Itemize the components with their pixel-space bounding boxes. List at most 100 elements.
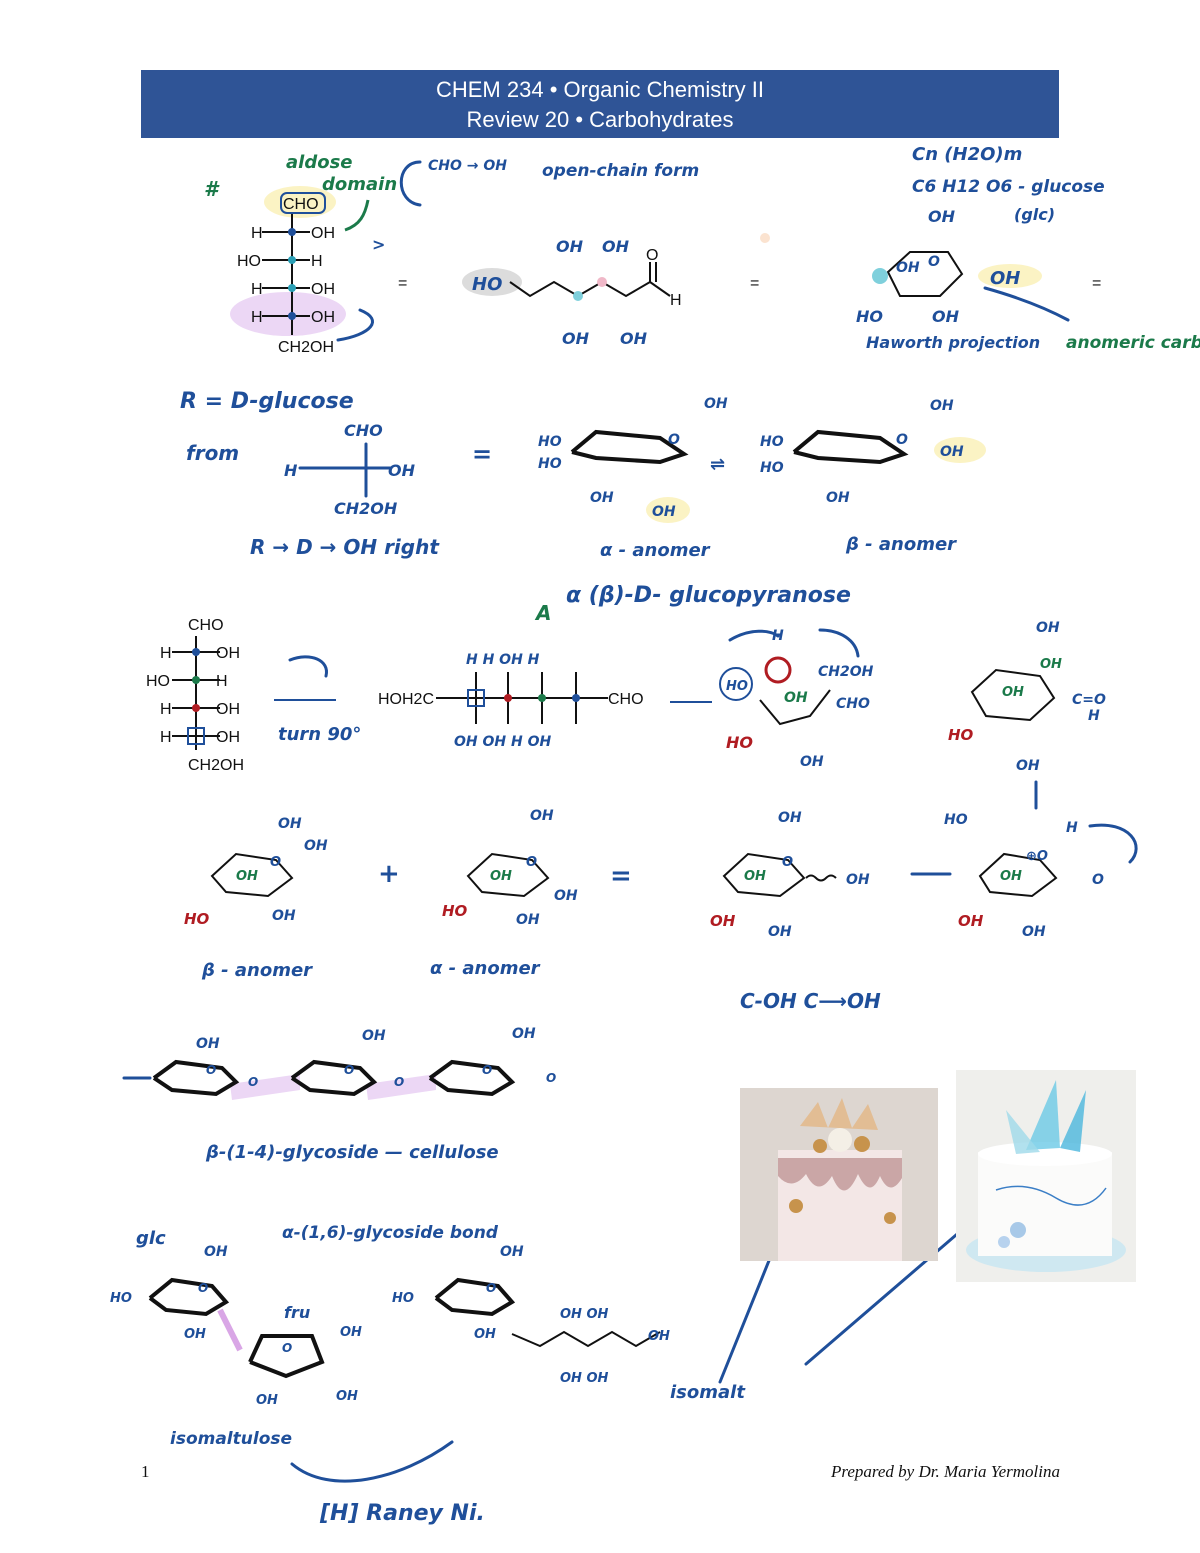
svg-text:OH: OH: [556, 237, 584, 256]
svg-text:CH2OH: CH2OH: [334, 499, 398, 518]
chair-hemiacetal: OH OH OH HO OH C=O H: [948, 620, 1106, 810]
fischer2-r4-right: OH: [216, 729, 240, 746]
note-isomaltulose: isomaltulose: [170, 1429, 292, 1449]
horizontal-open-chain: HOH2C CHO H H OH H OH OH H OH: [378, 652, 644, 750]
isomaltulose-structure: glc α-(1,6)-glycoside bond O OH HO OH O …: [110, 1223, 499, 1526]
horizontal-left-group: HOH2C: [378, 691, 434, 708]
fischer2-r3-right: OH: [216, 701, 240, 718]
note-formula2: C6 H12 O6 - glucose: [912, 177, 1105, 197]
note-c-oh: C-OH C⟶OH: [740, 989, 881, 1013]
note-glucopyranose: α (β)-D- glucopyranose: [566, 583, 851, 608]
svg-text:O: O: [896, 432, 908, 448]
svg-text:OH: OH: [930, 398, 954, 414]
svg-text:OH: OH: [620, 329, 648, 348]
note-alpha-anomer-2: α - anomer: [430, 958, 541, 979]
svg-text:O: O: [486, 1281, 496, 1295]
svg-text:OH: OH: [500, 1244, 524, 1260]
svg-text:OH: OH: [896, 260, 920, 276]
svg-text:OH: OH: [768, 924, 792, 940]
svg-text:HO: HO: [856, 307, 883, 326]
svg-text:O: O: [526, 855, 537, 870]
svg-text:H: H: [1088, 708, 1100, 724]
equals-1: =: [398, 275, 407, 292]
fischer2-r1-left: H: [160, 645, 172, 662]
svg-text:O: O: [482, 1063, 492, 1077]
note-glc: (glc): [1014, 205, 1055, 224]
note-beta-anomer-2: β - anomer: [201, 960, 313, 981]
svg-text:OH: OH: [602, 237, 630, 256]
note-raney: [H] Raney Ni.: [319, 1501, 485, 1526]
svg-text:H: H: [772, 628, 784, 644]
svg-text:OH: OH: [272, 908, 296, 924]
note-r-d-glucose: R = D-glucose: [180, 389, 354, 414]
svg-text:OH: OH: [196, 1036, 220, 1052]
svg-text:OH: OH: [236, 869, 258, 884]
svg-text:OH: OH: [652, 504, 676, 520]
fischer2-r4-left: H: [160, 729, 172, 746]
svg-text:OH OH: OH OH: [560, 1371, 609, 1386]
fischer1-r1-right: OH: [311, 225, 335, 242]
svg-text:O: O: [344, 1063, 354, 1077]
svg-text:HO: HO: [726, 679, 748, 694]
fischer2-top: CHO: [188, 617, 224, 634]
svg-text:OH: OH: [710, 912, 736, 930]
svg-text:OH: OH: [958, 912, 984, 930]
svg-text:HO: HO: [760, 434, 784, 450]
svg-text:OH: OH: [744, 869, 766, 884]
aldehyde-h: H: [670, 292, 682, 309]
svg-text:HO: HO: [944, 812, 968, 828]
svg-text:O: O: [198, 1281, 208, 1295]
svg-text:O: O: [928, 254, 940, 270]
note-open-chain: open-chain form: [542, 161, 699, 181]
svg-text:OH: OH: [1036, 620, 1060, 636]
svg-text:OH: OH: [990, 268, 1020, 289]
equals-2: =: [750, 275, 759, 292]
mixed-anomer-chair: O OH OH OH OH OH: [710, 810, 870, 940]
svg-text:OH: OH: [928, 207, 956, 226]
fischer1-r4-left: H: [251, 309, 263, 326]
svg-text:O: O: [282, 1341, 292, 1355]
svg-text:OH: OH: [184, 1327, 206, 1342]
svg-text:O: O: [206, 1063, 216, 1077]
fischer1-r1-left: H: [251, 225, 263, 242]
page-header: CHEM 234 • Organic Chemistry II Review 2…: [141, 70, 1059, 138]
note-beta-anomer: β - anomer: [845, 534, 957, 555]
svg-text:OH: OH: [648, 1329, 670, 1344]
svg-text:HO: HO: [392, 1291, 414, 1306]
fischer1-r2-left: HO: [237, 253, 261, 270]
svg-text:OH: OH: [388, 461, 416, 480]
fischer2-r3-left: H: [160, 701, 172, 718]
svg-text:HO: HO: [538, 434, 562, 450]
svg-text:HO: HO: [538, 456, 562, 472]
svg-text:⇌: ⇌: [710, 454, 725, 475]
svg-text:C=O: C=O: [1072, 692, 1106, 708]
svg-text:HO: HO: [184, 910, 210, 928]
fischer2-r2-right: H: [216, 673, 228, 690]
fischer1-r2-right: H: [311, 253, 323, 270]
svg-text:OH: OH: [340, 1325, 362, 1340]
review-title: Review 20 • Carbohydrates: [466, 107, 734, 132]
note-domain: domain: [322, 174, 397, 195]
aldehyde-o: O: [646, 247, 658, 264]
svg-text:OH: OH: [1022, 924, 1046, 940]
svg-text:OH: OH: [512, 1026, 536, 1042]
svg-text:OH: OH: [826, 490, 850, 506]
note-from: from: [186, 441, 239, 465]
svg-text:OH: OH: [204, 1244, 228, 1260]
note-hash: #: [204, 177, 220, 201]
small-fischer: CHO H OH CH2OH: [284, 421, 416, 518]
svg-text:OH: OH: [1040, 657, 1062, 672]
author-credit: Prepared by Dr. Maria Yermolina: [830, 1462, 1060, 1481]
fischer1-r4-right: OH: [311, 309, 335, 326]
svg-text:OH: OH: [256, 1393, 278, 1408]
svg-text:O: O: [1092, 872, 1104, 888]
svg-text:HO: HO: [760, 460, 784, 476]
svg-text:H H OH H: H H OH H: [466, 652, 540, 668]
svg-text:OH: OH: [490, 869, 512, 884]
svg-text:OH: OH: [530, 808, 554, 824]
svg-text:OH: OH: [940, 444, 964, 460]
fischer1-r3-left: H: [251, 281, 263, 298]
note-glc-2: glc: [136, 1228, 166, 1249]
fischer1-top: CHO: [283, 196, 319, 213]
note-turn: turn 90°: [278, 724, 361, 745]
